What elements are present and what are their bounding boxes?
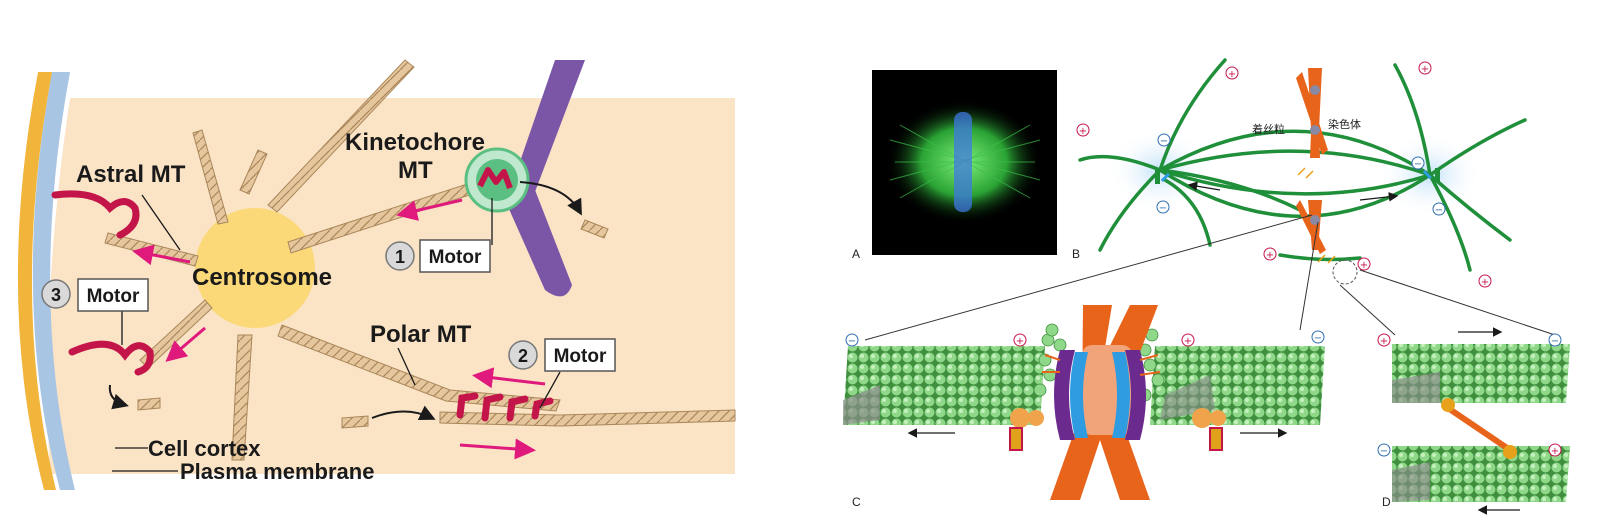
- svg-text:Motor: Motor: [87, 286, 140, 307]
- plasma-membrane-label: Plasma membrane: [180, 459, 374, 484]
- svg-text:1: 1: [395, 247, 405, 267]
- lower-microtubule: [1392, 446, 1570, 502]
- panel-c-kinetochore-detail: − + + − C: [843, 305, 1325, 509]
- svg-text:Motor: Motor: [554, 346, 607, 367]
- centromere-label: 着丝粒: [1252, 122, 1285, 136]
- panel-a-label: A: [852, 247, 860, 261]
- svg-text:−: −: [848, 336, 856, 347]
- kinetochore-mt-label-line2: MT: [398, 157, 433, 184]
- left-spindle-diagram: Astral MT Kinetochore MT Centrosome Pola…: [0, 59, 736, 490]
- mt-up-mid: [239, 149, 268, 195]
- mt-stub-lower: [137, 397, 161, 411]
- svg-text:+: +: [1421, 64, 1429, 75]
- svg-text:+: +: [1360, 260, 1368, 271]
- leader-lines: [112, 194, 561, 472]
- motor-direction-arrows: [132, 198, 546, 460]
- mt-up-right: [267, 59, 415, 213]
- panel-b-label: B: [1072, 247, 1080, 261]
- polar-mt: [277, 324, 561, 412]
- left-microtubule-lattice: [843, 346, 1045, 425]
- svg-text:−: −: [1380, 446, 1388, 457]
- motor-badge-2: 2 Motor: [508, 338, 616, 372]
- bipolar-kinesin: [1445, 405, 1513, 453]
- panel-c-label: C: [852, 495, 861, 509]
- polar-motors: [456, 392, 554, 422]
- svg-text:+: +: [1079, 126, 1087, 137]
- cell-cortex-label: Cell cortex: [148, 436, 261, 461]
- svg-text:+: +: [1266, 250, 1274, 261]
- svg-text:3: 3: [51, 285, 61, 305]
- cell-cortex-band: [17, 72, 56, 490]
- centrosome: [195, 208, 315, 328]
- kinetochore-motor: [477, 167, 513, 190]
- astral-motor-lower: [68, 340, 154, 376]
- centrosome-label: Centrosome: [192, 264, 332, 291]
- chromosome-arm-lower: [505, 190, 572, 297]
- svg-text:−: −: [1435, 205, 1443, 216]
- panel-a-micrograph: A: [852, 70, 1057, 261]
- chromosome-label: 染色体: [1328, 117, 1361, 131]
- svg-text:−: −: [1314, 333, 1322, 344]
- svg-text:+: +: [1016, 336, 1024, 347]
- svg-text:+: +: [1551, 446, 1559, 457]
- motor-badge-3: 3 Motor: [41, 278, 149, 312]
- astral-motor-upper: [51, 190, 140, 239]
- kinesin-motors: [1009, 408, 1226, 451]
- svg-text:2: 2: [518, 346, 528, 366]
- peeling-protofilaments: [1033, 323, 1165, 402]
- panel-d-label: D: [1382, 495, 1391, 509]
- svg-text:+: +: [1380, 336, 1388, 347]
- svg-text:+: +: [1481, 277, 1489, 288]
- svg-text:−: −: [1551, 336, 1559, 347]
- astral-mt-label: Astral MT: [76, 161, 186, 188]
- svg-text:−: −: [1159, 203, 1167, 214]
- mt-stub-right: [580, 219, 609, 239]
- motor-badge-1: 1 Motor: [385, 239, 491, 273]
- mt-up-left: [192, 129, 229, 225]
- svg-text:−: −: [1414, 159, 1422, 170]
- panel-b-spindle-schematic: + + + + + + − − − − 着丝粒 染色体 B: [864, 58, 1556, 341]
- mt-stub-polar: [341, 415, 369, 429]
- polar-mt-label: Polar MT: [370, 321, 472, 348]
- svg-text:−: −: [1160, 136, 1168, 147]
- svg-text:+: +: [1184, 336, 1192, 347]
- panel-d-sliding-motor: + − − + D: [1377, 327, 1570, 515]
- svg-text:Motor: Motor: [429, 247, 482, 268]
- plasma-membrane-band: [32, 72, 75, 490]
- mt-down: [231, 334, 253, 461]
- microtubules: [104, 59, 736, 461]
- svg-text:+: +: [1228, 69, 1236, 80]
- depolymerization-arrows: [108, 181, 582, 421]
- kinetochore-mt-label-line1: Kinetochore: [345, 129, 485, 156]
